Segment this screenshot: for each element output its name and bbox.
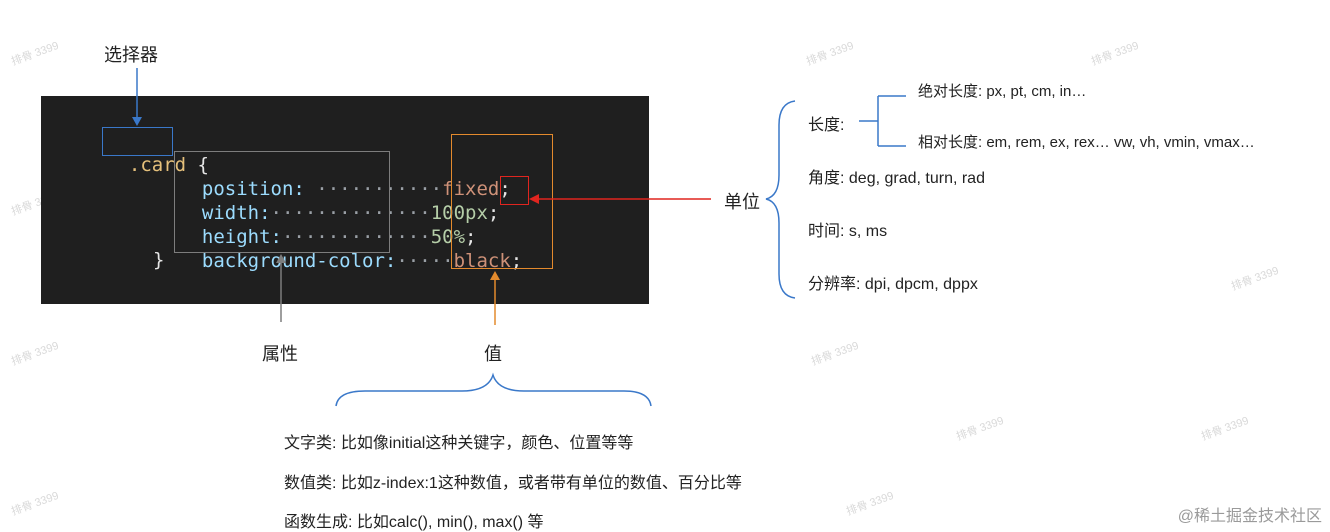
semicolon: ; (465, 226, 477, 248)
absolute-length-text: 绝对长度: px, pt, cm, in… (918, 83, 1087, 100)
code-line-selector: .card { (106, 129, 209, 177)
property-value: fixed (442, 178, 500, 200)
value-types-curly-brace (335, 372, 652, 407)
property-label: 属性 (262, 344, 298, 364)
units-curly-brace (765, 100, 796, 299)
time-units-text: 时间: s, ms (808, 223, 888, 240)
selector-arrowhead (132, 117, 142, 126)
value-type-function: 函数生成: 比如calc(), min(), max() 等 (284, 514, 544, 531)
code-line: background-color:·····black; (179, 225, 522, 273)
code-panel (41, 96, 649, 304)
semicolon: ; (510, 250, 523, 272)
dot-leader: ····· (396, 250, 454, 272)
value-label: 值 (484, 344, 502, 364)
code-line: height:·············50%; (179, 201, 477, 249)
unit-label: 单位 (724, 192, 760, 212)
code-line: width:··············100px; (179, 177, 499, 225)
open-brace: { (197, 154, 209, 176)
semicolon: ; (499, 178, 511, 200)
angle-units-text: 角度: deg, grad, turn, rad (808, 170, 985, 187)
site-watermark: @稀土掘金技术社区 (1177, 508, 1322, 525)
unit-text: px (465, 202, 488, 224)
dot-leader: ············· (281, 226, 431, 248)
property-highlight-box (174, 151, 390, 253)
property-value: black (453, 250, 511, 272)
value-type-numeric: 数值类: 比如z-index:1这种数值，或者带有单位的数值、百分比等 (284, 475, 742, 492)
length-bracket (859, 95, 906, 147)
dot-leader: ·············· (270, 202, 431, 224)
selector-label: 选择器 (104, 45, 158, 65)
code-line: position: ···········fixed; (179, 153, 511, 201)
resolution-units-text: 分辨率: dpi, dpcm, dppx (808, 276, 978, 293)
value-highlight-box (451, 134, 553, 269)
dot-leader: ··········· (304, 178, 443, 200)
value-arrowhead (490, 271, 500, 280)
close-brace: } (153, 249, 165, 271)
property-arrowhead (276, 254, 286, 263)
value-type-text: 文字类: 比如像initial这种关键字，颜色、位置等等 (284, 435, 634, 452)
property-value: 50% (430, 226, 466, 248)
property-value: 100 (430, 202, 466, 224)
property-name: position: (201, 178, 305, 200)
unit-arrowhead (529, 194, 539, 204)
semicolon: ; (487, 202, 500, 224)
selector-highlight-box (102, 127, 173, 156)
relative-length-text: 相对长度: em, rem, ex, rex… vw, vh, vmin, vm… (918, 134, 1255, 151)
unit-highlight-box (500, 176, 529, 205)
property-name: height: (201, 226, 282, 248)
selector-text: .card (128, 154, 187, 176)
property-name: width: (201, 202, 271, 224)
length-label: 长度: (808, 117, 845, 134)
property-name: background-color: (201, 250, 397, 272)
